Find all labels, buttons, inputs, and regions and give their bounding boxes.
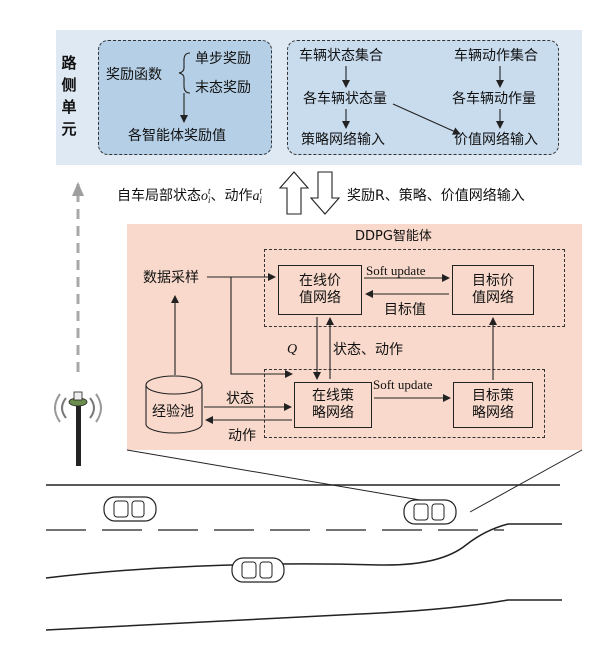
reward-function-label: 奖励函数 <box>106 67 162 83</box>
terminal-reward-label: 末态奖励 <box>195 80 251 96</box>
policy-net-group <box>264 369 545 438</box>
policy-net-input-label: 策略网络输入 <box>301 132 385 148</box>
obs-sup: t <box>208 186 211 196</box>
act-sub: i <box>259 195 263 205</box>
online-value-network: 在线价 值网络 <box>278 265 362 315</box>
vehicle-info-box <box>287 40 559 155</box>
obs-symbol: o <box>201 189 208 204</box>
obs-sub: i <box>208 195 211 205</box>
target-value-line1: 目标价 <box>472 273 514 289</box>
downlink-label: 奖励R、策略、价值网络输入 <box>347 188 525 204</box>
online-value-line1: 在线价 <box>299 273 341 289</box>
online-policy-line2: 略网络 <box>312 405 354 421</box>
car-icon <box>231 557 285 583</box>
act-symbol: a <box>252 189 260 204</box>
action-label: 动作 <box>228 428 256 444</box>
target-policy-network: 目标策 略网络 <box>453 382 533 428</box>
vehicle-state-each-label: 各车辆状态量 <box>303 91 387 107</box>
reward-function-box <box>98 40 272 155</box>
roadside-label-char: 侧 <box>61 76 77 94</box>
state-label: 状态 <box>226 391 254 407</box>
soft-update-top-label: Soft update <box>366 263 426 278</box>
data-sampling-label: 数据采样 <box>143 270 199 286</box>
online-value-line2: 值网络 <box>299 290 341 306</box>
target-value-line2: 值网络 <box>472 290 514 306</box>
online-policy-network: 在线策 略网络 <box>294 382 372 428</box>
vehicle-state-set-label: 车辆状态集合 <box>299 48 383 64</box>
roadside-unit-label: 路 侧 单 元 <box>60 52 78 140</box>
antenna-icon <box>54 391 102 466</box>
replay-buffer-label: 经验池 <box>152 404 194 420</box>
roadside-label-char: 路 <box>61 54 77 72</box>
roadside-label-char: 单 <box>61 98 77 116</box>
ddpg-panel <box>127 224 582 450</box>
vehicle-action-set-label: 车辆动作集合 <box>454 48 538 64</box>
agent-reward-value-label: 各智能体奖励值 <box>128 128 226 144</box>
state-action-label: 状态、动作 <box>333 342 403 358</box>
uplink-prefix: 自车局部状态 <box>117 188 201 204</box>
vehicle-action-each-label: 各车辆动作量 <box>452 91 536 107</box>
target-value-network: 目标价 值网络 <box>452 265 534 315</box>
uplink-sep: 、动作 <box>210 188 253 204</box>
soft-update-bottom-label: Soft update <box>373 377 433 392</box>
ddpg-title: DDPG智能体 <box>355 229 432 244</box>
target-policy-line1: 目标策 <box>472 388 514 404</box>
car-icon <box>103 496 157 522</box>
step-reward-label: 单步奖励 <box>195 51 251 67</box>
value-net-group <box>264 249 565 327</box>
roadside-label-char: 元 <box>61 120 77 138</box>
value-net-input-label: 价值网络输入 <box>454 132 538 148</box>
target-policy-line2: 略网络 <box>472 405 514 421</box>
car-icon <box>403 499 457 525</box>
target-value-label: 目标值 <box>384 302 426 318</box>
q-label: Q <box>287 342 298 357</box>
online-policy-line1: 在线策 <box>312 388 354 404</box>
act-sup: t <box>259 186 263 196</box>
